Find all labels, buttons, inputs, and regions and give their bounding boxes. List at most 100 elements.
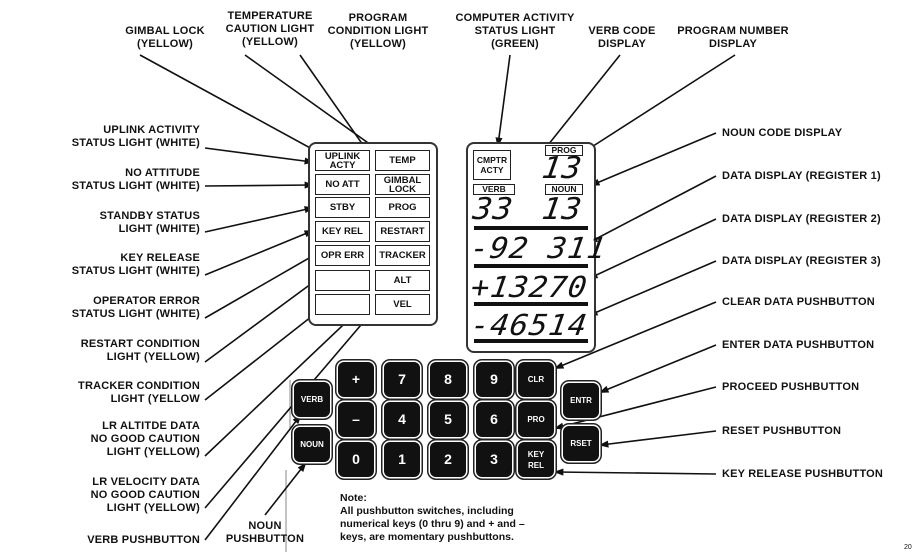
arrowhead-icon [598, 385, 610, 393]
leader-line [497, 54, 511, 146]
status-light [315, 294, 370, 315]
keypad-key[interactable]: 0 [338, 442, 374, 477]
label-verb-pushbutton: VERB PUSHBUTTON [87, 534, 200, 546]
status-light: UPLINK ACTY [315, 150, 370, 171]
keypad-key[interactable]: 6 [476, 402, 512, 437]
label-verb-code-display: VERB CODE DISPLAY [588, 25, 656, 50]
noun-label: NOUN [545, 184, 583, 195]
keypad-key[interactable]: 3 [476, 442, 512, 477]
keypad-key[interactable]: 1 [384, 442, 420, 477]
verb-code-display: 33 [470, 192, 516, 227]
label-gimbal-lock: GIMBAL LOCK (YELLOW) [125, 25, 205, 50]
arrowhead-icon [553, 468, 564, 476]
separator [474, 339, 588, 343]
status-light: VEL [375, 294, 430, 315]
label-enter-pushbutton: ENTER DATA PUSHBUTTON [722, 339, 875, 351]
label-lr-altitude: LR ALTITDE DATA NO GOOD CAUTION LIGHT (Y… [90, 420, 200, 458]
noun-key[interactable]: NOUN [294, 427, 330, 462]
prog-label: PROG [545, 145, 583, 156]
note-text: Note: All pushbutton switches, including… [340, 492, 525, 543]
leader-line [600, 430, 717, 446]
status-light: NO ATT [315, 174, 370, 195]
leader-line [586, 54, 736, 151]
keypad-key[interactable]: – [338, 402, 374, 437]
label-noun-code-display: NOUN CODE DISPLAY [722, 127, 843, 139]
status-light: STBY [315, 197, 370, 218]
label-register-3: DATA DISPLAY (REGISTER 3) [722, 255, 881, 267]
verb-key[interactable]: VERB [294, 382, 330, 417]
label-noun-pushbutton: NOUN PUSHBUTTON [225, 520, 305, 545]
status-light [315, 270, 370, 291]
label-operator-error: OPERATOR ERROR STATUS LIGHT (WHITE) [71, 295, 200, 320]
status-light: TEMP [375, 150, 430, 171]
page-mark: 20 [904, 544, 912, 551]
register-3-display: -46514 [468, 308, 591, 342]
leader-line [555, 301, 717, 369]
arrowhead-icon [598, 440, 609, 448]
label-program-condition: PROGRAM CONDITION LIGHT (YELLOW) [327, 12, 429, 50]
leader-line [204, 304, 379, 509]
label-temperature-caution: TEMPERATURE CAUTION LIGHT (YELLOW) [225, 10, 315, 48]
verb-label: VERB [473, 184, 515, 195]
label-register-1: DATA DISPLAY (REGISTER 1) [722, 170, 881, 182]
label-clear-pushbutton: CLEAR DATA PUSHBUTTON [722, 296, 875, 308]
leader-line [264, 463, 306, 516]
leader-line [555, 471, 717, 475]
label-uplink-activity: UPLINK ACTIVITY STATUS LIGHT (WHITE) [71, 124, 200, 149]
separator [474, 302, 588, 306]
keypad-key[interactable]: KEY REL [518, 442, 554, 477]
label-lr-velocity: LR VELOCITY DATA NO GOOD CAUTION LIGHT (… [90, 476, 200, 514]
label-no-attitude: NO ATTITUDE STATUS LIGHT (WHITE) [71, 167, 200, 192]
program-number-display: 13 [539, 151, 585, 186]
label-reset-pushbutton: RESET PUSHBUTTON [722, 425, 842, 437]
arrowhead-icon [553, 422, 565, 430]
keypad-key[interactable]: 4 [384, 402, 420, 437]
status-light: GIMBAL LOCK [375, 174, 430, 195]
status-light: KEY REL [315, 221, 370, 242]
keypad-key[interactable]: 9 [476, 362, 512, 397]
leader-line [589, 218, 717, 279]
keypad-key[interactable]: CLR [518, 362, 554, 397]
leader-line [204, 207, 313, 233]
leader-line [589, 260, 717, 316]
leader-line [555, 386, 717, 429]
label-tracker: TRACKER CONDITION LIGHT (YELLOW [78, 380, 200, 405]
status-light: OPR ERR [315, 245, 370, 266]
entr-key[interactable]: ENTR [563, 383, 599, 418]
status-light: RESTART [375, 221, 430, 242]
leader-line [204, 147, 313, 163]
label-restart: RESTART CONDITION LIGHT (YELLOW) [80, 338, 200, 363]
keypad-key[interactable]: 2 [430, 442, 466, 477]
register-2-display: +13270 [468, 270, 591, 304]
label-proceed-pushbutton: PROCEED PUSHBUTTON [722, 381, 860, 393]
leader-line [600, 344, 717, 393]
separator [474, 264, 588, 268]
arrowhead-icon [553, 361, 565, 369]
label-standby: STANDBY STATUS LIGHT (WHITE) [99, 210, 200, 235]
label-computer-activity: COMPUTER ACTIVITY STATUS LIGHT (GREEN) [455, 12, 575, 50]
label-key-release-light: KEY RELEASE STATUS LIGHT (WHITE) [71, 252, 200, 277]
keypad-key[interactable]: PRO [518, 402, 554, 437]
label-key-release-pushbutton: KEY RELEASE PUSHBUTTON [722, 468, 884, 480]
leader-line [204, 230, 313, 276]
keypad-key[interactable]: 8 [430, 362, 466, 397]
status-light: ALT [375, 270, 430, 291]
keypad-key[interactable]: + [338, 362, 374, 397]
computer-activity-light: CMPTR ACTY [473, 150, 511, 180]
arrowhead-icon [297, 462, 307, 472]
arrowhead-icon [292, 414, 302, 425]
keypad-key[interactable]: 5 [430, 402, 466, 437]
leader-line [204, 415, 301, 541]
status-light: TRACKER [375, 245, 430, 266]
rset-key[interactable]: RSET [563, 426, 599, 461]
leader-line [204, 253, 317, 319]
leader-line [204, 184, 313, 187]
register-1-display: -92 311 [468, 231, 609, 265]
leader-line [591, 132, 717, 186]
leader-line [589, 175, 717, 243]
separator [474, 226, 588, 230]
keypad-key[interactable]: 7 [384, 362, 420, 397]
status-light: PROG [375, 197, 430, 218]
label-program-number-display: PROGRAM NUMBER DISPLAY [677, 25, 789, 50]
